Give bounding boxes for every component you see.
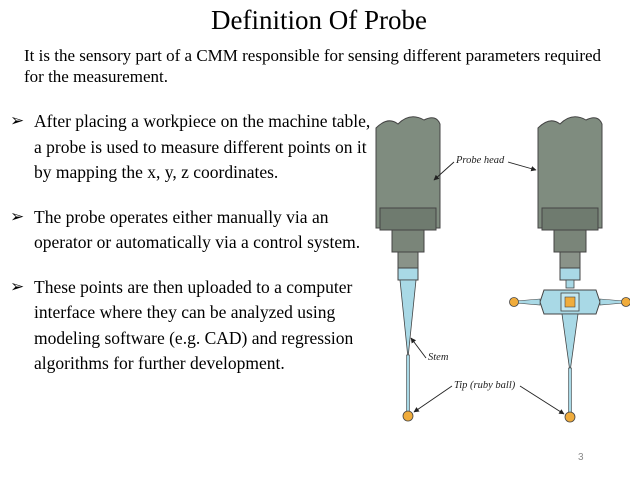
probe-star-stylus <box>509 116 630 423</box>
arrow-bullet-icon: ➢ <box>10 111 25 131</box>
label-tip: Tip (ruby ball) <box>454 380 516 391</box>
bullet-item: ➢ The probe operates either manually via… <box>10 205 382 256</box>
leader-tip <box>519 385 565 415</box>
probe-single-stylus <box>375 116 441 422</box>
label-stem: Stem <box>428 352 449 363</box>
arrow-bullet-icon: ➢ <box>10 276 25 297</box>
label-probe-head: Probe head <box>455 155 505 166</box>
ruby-ball-tip <box>621 297 630 307</box>
stem <box>399 279 417 359</box>
leader-tip <box>413 385 453 413</box>
probe-diagram: Probe head Stem Tip (ruby ball) <box>375 116 630 423</box>
probe-head-body <box>375 116 441 229</box>
stem-connector <box>397 267 419 281</box>
leader-probe-head <box>433 161 455 181</box>
ruby-ball-tip <box>564 411 576 423</box>
slide-number: 3 <box>578 452 584 463</box>
leader-stem <box>410 337 427 359</box>
bullet-text: The probe operates either manually via a… <box>34 206 361 253</box>
slide-title: Definition Of Probe <box>211 5 427 35</box>
intro-text: It is the sensory part of a CMM responsi… <box>24 46 602 86</box>
bullet-text: These points are then uploaded to a comp… <box>34 276 354 374</box>
probe-head-body <box>537 116 603 229</box>
leader-probe-head <box>507 161 537 172</box>
bullet-list: ➢ After placing a workpiece on the machi… <box>10 109 382 396</box>
arrow-bullet-icon: ➢ <box>10 206 25 227</box>
ruby-ball-tip <box>509 297 519 307</box>
bullet-item: ➢ These points are then uploaded to a co… <box>10 275 382 377</box>
bullet-item: ➢ After placing a workpiece on the machi… <box>10 109 382 186</box>
ruby-ball-tip <box>402 410 414 422</box>
bullet-text: After placing a workpiece on the machine… <box>34 111 371 182</box>
